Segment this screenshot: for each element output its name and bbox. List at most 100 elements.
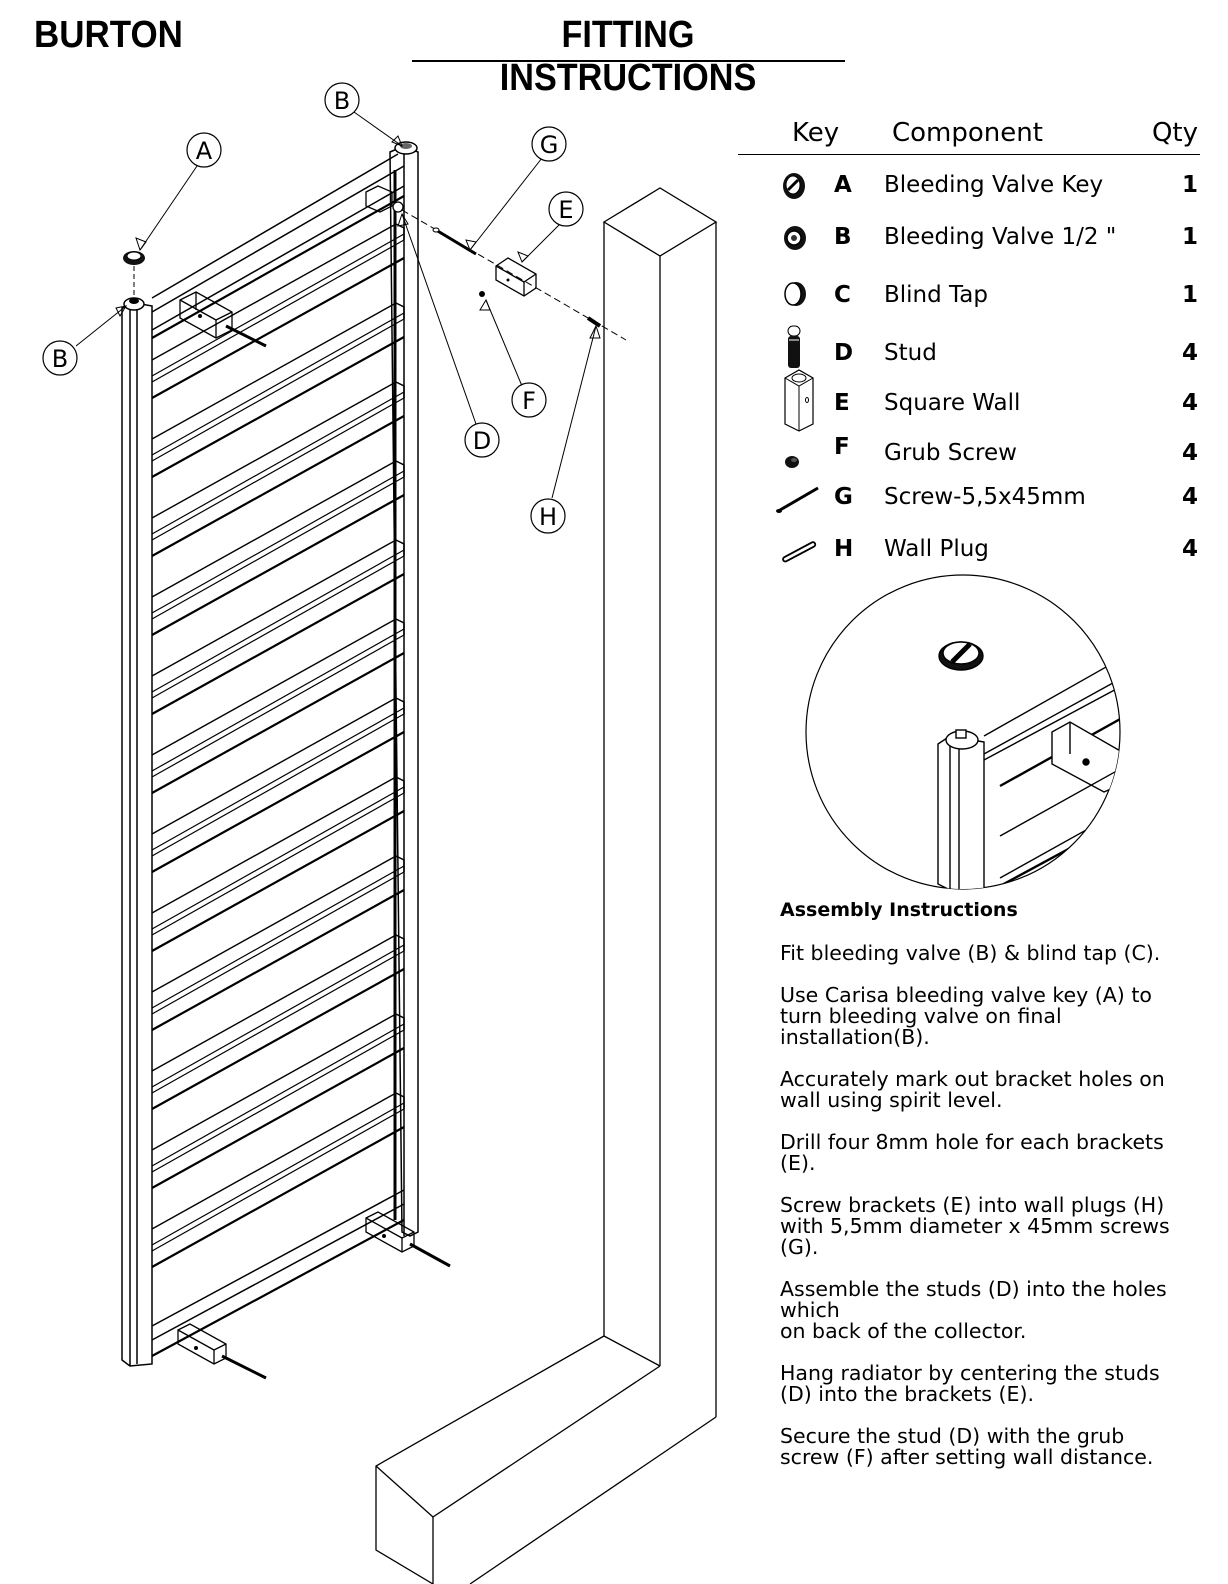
key-table-header: Key Component Qty: [738, 118, 1200, 155]
towel-bars: [151, 223, 405, 1268]
component-name: Square Wall: [884, 390, 1021, 416]
callout-e: E: [548, 191, 584, 227]
callout-b-left: B: [42, 340, 78, 376]
component-qty: 4: [1181, 440, 1198, 466]
svg-text:E: E: [558, 196, 573, 224]
component-qty: 4: [1181, 484, 1198, 510]
brand-name: BURTON: [34, 14, 183, 56]
component-qty: 4: [1181, 536, 1198, 562]
key-letter: H: [834, 536, 854, 562]
key-row-h: H Wall Plug 4: [738, 530, 1200, 570]
towel-bar: [151, 776, 405, 952]
callout-h: H: [530, 498, 566, 534]
svg-text:B: B: [334, 87, 350, 115]
svg-text:D: D: [473, 427, 491, 455]
assembly-instructions: Assembly Instructions Fit bleeding valve…: [780, 900, 1210, 1489]
detail-view-valve: [805, 574, 1121, 890]
component-name: Blind Tap: [884, 282, 988, 308]
instruction-step: Assemble the studs (D) into the holes wh…: [780, 1277, 1167, 1343]
towel-bar: [151, 460, 405, 636]
key-row-c: C Blind Tap 1: [738, 276, 1200, 316]
towel-bar: [151, 223, 405, 399]
key-letter: B: [834, 224, 852, 250]
callout-f: F: [511, 382, 547, 418]
radiator: [121, 145, 419, 1367]
callout-a: A: [186, 132, 222, 168]
detail-valve-key: [938, 641, 984, 671]
grub-screw-icon: [785, 456, 799, 468]
towel-bar: [151, 1013, 405, 1189]
component-name: Wall Plug: [884, 536, 989, 562]
svg-text:H: H: [539, 503, 557, 531]
towel-bar: [151, 618, 405, 794]
key-row-d: D Stud 4: [738, 325, 1200, 374]
valve-key-part: [123, 251, 145, 296]
callout-b-top: B: [324, 82, 360, 118]
leader-arrowheads: [115, 135, 601, 339]
bracket-part: [495, 257, 537, 297]
towel-bar: [151, 381, 405, 557]
key-row-g: G Screw-5,5x45mm 4: [738, 478, 1200, 518]
exploded-assembly-diagram: A B B G E F D H: [42, 82, 718, 1584]
key-row-b: B Bleeding Valve 1/2 " 1: [738, 218, 1200, 258]
grub-screw-part: [479, 291, 485, 297]
towel-bar: [151, 1092, 405, 1268]
bleeding-valve-key-icon: [783, 173, 805, 199]
instruction-step: Drill four 8mm hole for each brackets (E…: [780, 1130, 1164, 1175]
page-title: FITTING INSTRUCTIONS: [499, 14, 757, 99]
header-qty: Qty: [1151, 118, 1198, 148]
key-letter: E: [834, 390, 850, 416]
instruction-step: Hang radiator by centering the studs (D)…: [780, 1361, 1160, 1406]
key-letter: D: [834, 340, 854, 366]
instruction-step: Use Carisa bleeding valve key (A) to tur…: [780, 983, 1152, 1049]
bracket-bottom-left: [177, 1323, 267, 1380]
instruction-step: Secure the stud (D) with the grub screw …: [780, 1424, 1154, 1469]
svg-text:G: G: [540, 131, 559, 159]
screw-head: [432, 227, 440, 233]
svg-text:A: A: [196, 137, 213, 165]
screw-part: [435, 228, 477, 256]
title-underline: [412, 60, 845, 62]
svg-text:F: F: [522, 387, 536, 415]
component-qty: 4: [1181, 340, 1198, 366]
key-row-e: E Square Wall 4: [738, 369, 1200, 432]
instructions-heading: Assembly Instructions: [780, 899, 1018, 921]
blind-tap-icon: [784, 282, 806, 306]
component-name: Stud: [884, 340, 937, 366]
key-letter: G: [834, 484, 853, 510]
component-key-table: Key Component Qty A Bleeding Valve Key 1…: [738, 118, 1200, 563]
instruction-step: Screw brackets (E) into wall plugs (H) w…: [780, 1193, 1170, 1259]
square-wall-bracket-icon: [784, 369, 814, 432]
key-letter: F: [834, 434, 850, 460]
wall-plug-icon: [782, 541, 817, 563]
component-qty: 4: [1181, 390, 1198, 416]
instruction-step: Accurately mark out bracket holes on wal…: [780, 1067, 1165, 1112]
key-row-f: F Grub Screw 4: [738, 434, 1200, 474]
stud-icon: [787, 325, 801, 368]
bleeding-valve-left: [123, 297, 145, 311]
header-component: Component: [892, 118, 1043, 148]
towel-bar: [151, 539, 405, 715]
bracket-top-left: [179, 291, 267, 348]
towel-bar: [151, 934, 405, 1110]
component-qty: 1: [1181, 224, 1198, 250]
component-name: Grub Screw: [884, 440, 1017, 466]
key-letter: C: [834, 282, 851, 308]
callout-g: G: [531, 126, 567, 162]
wall-plug-part: [586, 316, 602, 328]
callout-d: D: [464, 422, 500, 458]
wall-top-face: [602, 187, 718, 257]
key-letter: A: [834, 172, 852, 198]
towel-bar: [151, 855, 405, 1031]
component-qty: 1: [1181, 172, 1198, 198]
instruction-step: Fit bleeding valve (B) & blind tap (C).: [780, 941, 1161, 965]
bracket-bottom-right: [365, 1211, 451, 1268]
wall: [375, 187, 718, 1584]
header-key: Key: [792, 118, 840, 148]
key-row-a: A Bleeding Valve Key 1: [738, 166, 1200, 206]
leader-lines: [75, 111, 597, 499]
bleeding-valve-icon: [784, 226, 806, 250]
towel-bar: [151, 302, 405, 478]
component-name: Screw-5,5x45mm: [884, 484, 1086, 510]
component-name: Bleeding Valve 1/2 ": [884, 224, 1117, 250]
